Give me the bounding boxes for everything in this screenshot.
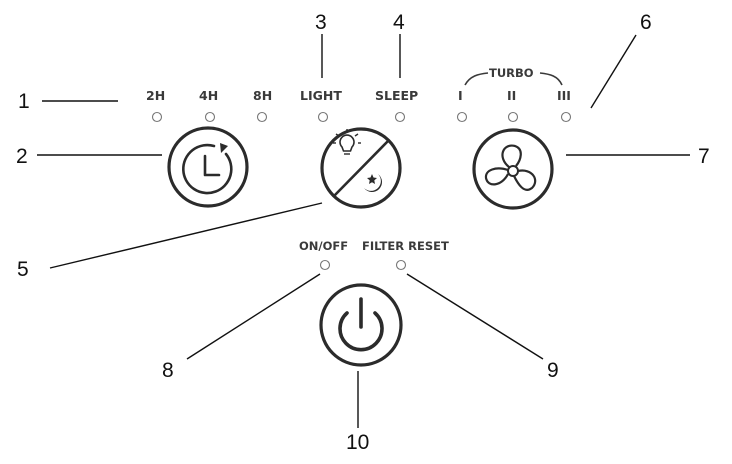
led-light (317, 111, 329, 123)
light-label: LIGHT (300, 88, 342, 103)
clock-arrow-icon (182, 143, 233, 195)
timer-button[interactable] (167, 126, 249, 208)
callout-7: 7 (698, 145, 710, 168)
speed-label-3: III (557, 88, 571, 103)
moon-icon (364, 174, 382, 192)
callout-6: 6 (640, 11, 652, 34)
fan-speed-button[interactable] (472, 128, 554, 210)
callout-1: 1 (18, 90, 30, 113)
led-sleep (394, 111, 406, 123)
callout-5: 5 (17, 258, 29, 281)
leader-line-6 (590, 34, 637, 109)
turbo-label: TURBO (489, 66, 534, 80)
onoff-label: ON/OFF (299, 239, 348, 253)
callout-10: 10 (346, 431, 369, 454)
led-speed-2 (507, 111, 519, 123)
speed-label-1: I (458, 88, 463, 103)
callout-4: 4 (393, 11, 405, 34)
led-filter-reset (395, 259, 407, 271)
timer-label-8h: 8H (253, 88, 272, 103)
led-2h (151, 111, 163, 123)
led-speed-3 (560, 111, 572, 123)
callout-8: 8 (162, 359, 174, 382)
light-sleep-button[interactable] (320, 127, 402, 209)
button-divider (333, 139, 390, 197)
filter-reset-label: FILTER RESET (362, 239, 449, 253)
timer-label-4h: 4H (199, 88, 218, 103)
led-speed-1 (456, 111, 468, 123)
power-button[interactable] (319, 283, 403, 367)
turbo-bracket (464, 72, 563, 86)
led-4h (204, 111, 216, 123)
leader-line-9 (406, 273, 544, 360)
speed-label-2: II (507, 88, 516, 103)
fan-icon (484, 144, 537, 191)
callout-2: 2 (16, 145, 28, 168)
callout-9: 9 (547, 359, 559, 382)
sleep-label: SLEEP (375, 88, 418, 103)
power-icon (338, 297, 384, 352)
leader-line-8 (186, 273, 321, 360)
led-onoff (319, 259, 331, 271)
leader-line-5 (49, 202, 323, 269)
bulb-icon (333, 129, 361, 155)
timer-label-2h: 2H (146, 88, 165, 103)
callout-3: 3 (315, 11, 327, 34)
led-8h (256, 111, 268, 123)
